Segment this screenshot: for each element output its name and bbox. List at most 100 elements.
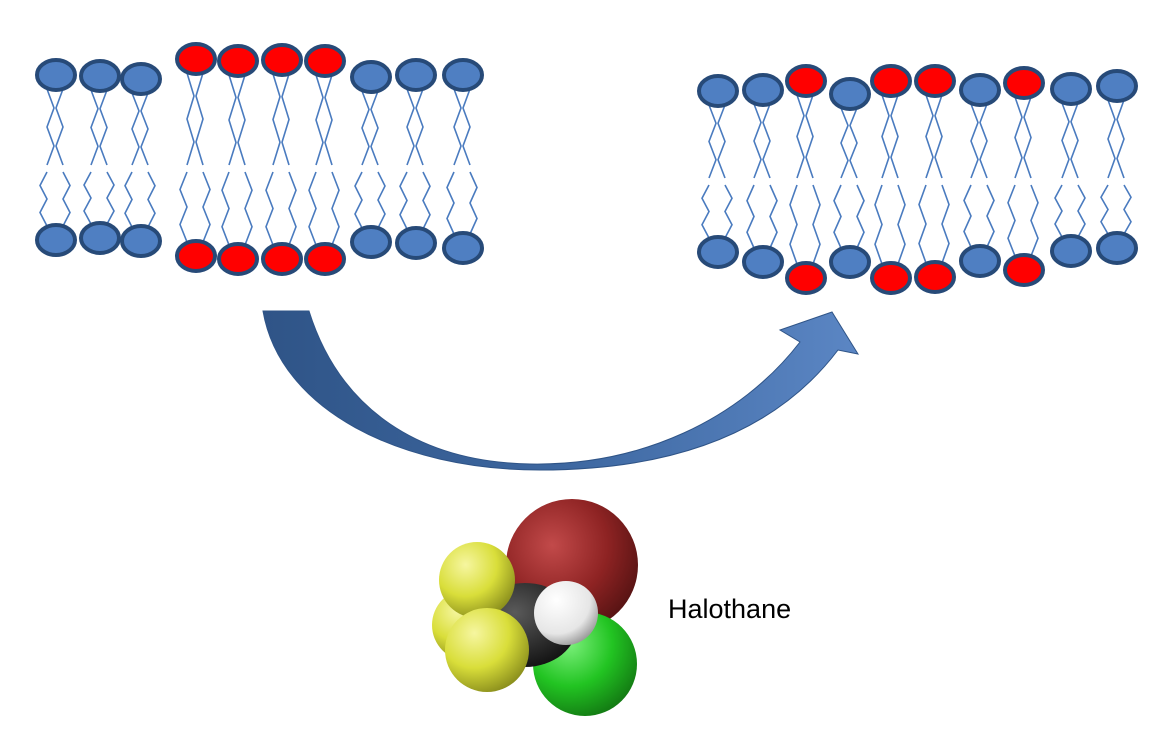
lipid-tail bbox=[874, 184, 883, 265]
lipid-tail bbox=[124, 171, 133, 228]
lipid-tail bbox=[1107, 99, 1116, 179]
lipid-head-red bbox=[870, 261, 912, 295]
lipid-head-blue bbox=[1050, 72, 1092, 106]
lipid-tail bbox=[324, 74, 333, 166]
lipid-head-blue bbox=[79, 59, 121, 93]
lipid-tail bbox=[186, 72, 195, 166]
lipid-head-red bbox=[304, 44, 346, 78]
lipid-tail bbox=[315, 74, 324, 166]
lipid-head-blue bbox=[442, 231, 484, 265]
lipid-tail bbox=[62, 171, 71, 227]
lipid-head-blue bbox=[35, 223, 77, 257]
lipid-tail bbox=[897, 184, 906, 265]
lipid-head-red bbox=[175, 42, 217, 76]
hydrogen-icon bbox=[534, 581, 598, 645]
lipid-tail bbox=[99, 89, 108, 166]
lipid-tail bbox=[717, 104, 726, 179]
lipid-tail bbox=[90, 89, 99, 166]
lipid-tail bbox=[406, 88, 415, 166]
lipid-head-blue bbox=[1050, 234, 1092, 268]
membrane-before bbox=[35, 42, 484, 276]
lipid-head-blue bbox=[1096, 69, 1138, 103]
lipid-tail bbox=[1116, 99, 1125, 179]
lipid-tail bbox=[833, 184, 842, 249]
lipid-head-blue bbox=[120, 224, 162, 258]
lipid-tail bbox=[1014, 96, 1023, 179]
lipid-tail bbox=[1123, 184, 1132, 235]
lipid-head-red bbox=[261, 43, 303, 77]
lipid-tail bbox=[265, 171, 274, 246]
lipid-head-blue bbox=[442, 58, 484, 92]
lipid-head-blue bbox=[395, 226, 437, 260]
lipid-head-red bbox=[261, 242, 303, 276]
lipid-head-blue bbox=[697, 235, 739, 269]
lipid-tail bbox=[281, 73, 290, 166]
lipid-tail bbox=[462, 88, 471, 166]
lipid-tail bbox=[918, 184, 927, 264]
lipid-tail bbox=[724, 184, 733, 239]
lipid-tail bbox=[849, 107, 858, 179]
fluorine-icon bbox=[439, 542, 515, 618]
lipid-tail bbox=[840, 107, 849, 179]
membrane-after bbox=[697, 64, 1138, 295]
lipid-tail bbox=[446, 171, 455, 235]
lipid-tail bbox=[308, 171, 317, 246]
lipid-tail bbox=[179, 171, 188, 243]
lipid-tail bbox=[753, 103, 762, 179]
lipid-tail bbox=[288, 171, 297, 246]
lipid-tail bbox=[361, 90, 370, 166]
lipid-tail bbox=[331, 171, 340, 246]
lipid-head-blue bbox=[742, 73, 784, 107]
lipid-head-blue bbox=[959, 244, 1001, 278]
lipid-head-red bbox=[217, 242, 259, 276]
lipid-head-blue bbox=[350, 225, 392, 259]
lipid-tail bbox=[237, 74, 246, 166]
lipid-tail bbox=[83, 171, 92, 225]
lipid-head-red bbox=[217, 44, 259, 78]
lipid-tail bbox=[453, 88, 462, 166]
molecule-label: Halothane bbox=[668, 594, 792, 624]
lipid-head-blue bbox=[1096, 231, 1138, 265]
lipid-head-red bbox=[914, 64, 956, 98]
lipid-tail bbox=[244, 171, 253, 246]
lipid-tail bbox=[39, 171, 48, 227]
lipid-tail bbox=[1100, 184, 1109, 235]
lipid-head-red bbox=[914, 260, 956, 294]
lipid-tail bbox=[370, 90, 379, 166]
lipid-tail bbox=[1030, 184, 1039, 257]
lipid-tail bbox=[228, 74, 237, 166]
lipid-tail bbox=[195, 72, 204, 166]
lipid-tail bbox=[46, 88, 55, 166]
lipid-tail bbox=[131, 92, 140, 166]
lipid-tail bbox=[789, 184, 798, 265]
lipid-head-blue bbox=[829, 77, 871, 111]
lipid-tail bbox=[812, 184, 821, 265]
lipid-head-red bbox=[304, 242, 346, 276]
lipid-tail bbox=[746, 184, 755, 249]
lipid-tail bbox=[970, 103, 979, 179]
lipid-head-red bbox=[870, 64, 912, 98]
lipid-head-blue bbox=[120, 62, 162, 96]
lipid-tail bbox=[399, 171, 408, 230]
halothane-molecule bbox=[432, 499, 638, 716]
lipid-tail bbox=[202, 171, 211, 243]
curved-arrow bbox=[262, 310, 860, 471]
lipid-head-blue bbox=[959, 73, 1001, 107]
lipid-tail bbox=[796, 94, 805, 179]
lipid-tail bbox=[272, 73, 281, 166]
lipid-tail bbox=[1023, 96, 1032, 179]
lipid-head-red bbox=[1003, 253, 1045, 287]
lipid-tail bbox=[1061, 102, 1070, 179]
lipid-tail bbox=[106, 171, 115, 225]
lipid-head-blue bbox=[697, 74, 739, 108]
lipid-tail bbox=[934, 94, 943, 179]
lipid-head-red bbox=[785, 64, 827, 98]
lipid-head-red bbox=[175, 239, 217, 273]
lipid-tail bbox=[986, 184, 995, 248]
lipid-head-blue bbox=[395, 58, 437, 92]
lipid-tail bbox=[856, 184, 865, 249]
lipid-tail bbox=[415, 88, 424, 166]
lipid-tail bbox=[1007, 184, 1016, 257]
fluorine-icon bbox=[445, 608, 529, 692]
